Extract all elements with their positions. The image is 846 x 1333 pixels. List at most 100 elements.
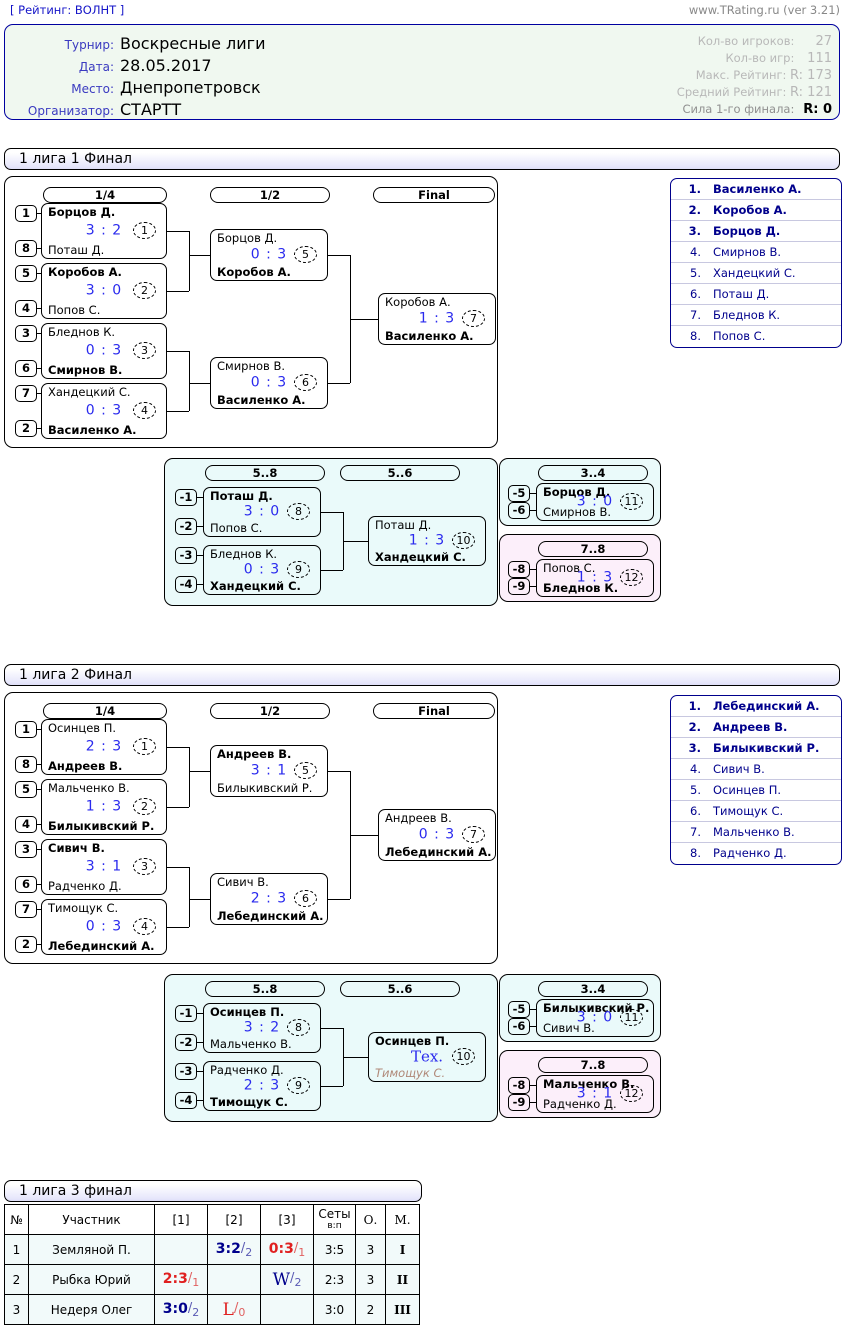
seed-connector bbox=[37, 248, 44, 250]
seed-chip: -8 bbox=[508, 561, 530, 578]
standings-position: 6. bbox=[690, 804, 701, 818]
game-number: 2 bbox=[133, 798, 156, 815]
connector-line bbox=[321, 1028, 343, 1030]
score-sub: 2 bbox=[245, 1246, 253, 1259]
seed-chip: 7 bbox=[15, 901, 37, 918]
standings-row[interactable]: 6.Поташ Д. bbox=[671, 284, 841, 305]
standings-row[interactable]: 4.Смирнов В. bbox=[671, 242, 841, 263]
standings-row[interactable]: 7.Бледнов К. bbox=[671, 305, 841, 326]
match-player-top: Осинцев П. bbox=[375, 1034, 450, 1048]
standings-position: 5. bbox=[690, 266, 701, 280]
header-participant: Участник bbox=[28, 1204, 155, 1235]
seed-chip: 1 bbox=[15, 205, 37, 222]
standings-row[interactable]: 2.Коробов А. bbox=[671, 200, 841, 221]
stat-label: Сила 1-го финала: bbox=[682, 102, 798, 116]
match-player-top: Сивич В. bbox=[217, 875, 269, 889]
connector-line bbox=[321, 1086, 343, 1088]
connector-line bbox=[189, 351, 191, 411]
stat-2: Макс. Рейтинг: R: 173 bbox=[696, 68, 832, 85]
connector-line bbox=[167, 351, 189, 353]
seed-chip: -4 bbox=[175, 1092, 197, 1109]
standings-name: Осинцев П. bbox=[713, 783, 782, 797]
match-player-bottom: Тимощук С. bbox=[375, 1066, 446, 1080]
game-number: 9 bbox=[287, 561, 310, 578]
standings-row[interactable]: 7.Мальченко В. bbox=[671, 822, 841, 843]
standings-row[interactable]: 4.Сивич В. bbox=[671, 759, 841, 780]
standings-row[interactable]: 3. Борцов Д. bbox=[671, 221, 841, 242]
connector-line bbox=[350, 319, 378, 321]
standings-row[interactable]: 6.Тимощук С. bbox=[671, 801, 841, 822]
match-player-top: Коробов А. bbox=[48, 265, 122, 279]
standings-row[interactable]: 8.Попов С. bbox=[671, 326, 841, 347]
seed-connector bbox=[37, 368, 44, 370]
stat-label: Средний Рейтинг: bbox=[676, 85, 791, 99]
seed-chip: -4 bbox=[175, 576, 197, 593]
seed-chip: 5 bbox=[15, 265, 37, 282]
match-player-top: Борцов Д. bbox=[217, 231, 278, 245]
seed-connector bbox=[530, 1085, 537, 1087]
match-player-bottom: Коробов А. bbox=[217, 265, 291, 279]
seed-chip: -1 bbox=[175, 489, 197, 506]
standings-row[interactable]: 8.Радченко Д. bbox=[671, 843, 841, 864]
seed-chip: -2 bbox=[175, 518, 197, 535]
match-player-top: Поташ Д. bbox=[210, 489, 273, 503]
stat-label: Кол-во игр: bbox=[725, 51, 798, 65]
score-sub: 0 bbox=[238, 1305, 246, 1319]
standings-name: Поташ Д. bbox=[713, 287, 770, 301]
standings-row[interactable]: 3.Билыкивский Р. bbox=[671, 738, 841, 759]
seed-connector bbox=[530, 569, 537, 571]
seed-connector bbox=[530, 586, 537, 588]
match-score: 0 : 3 bbox=[85, 918, 123, 935]
standings-row[interactable]: 5.Хандецкий С. bbox=[671, 263, 841, 284]
match-score: 3 : 0 bbox=[85, 282, 123, 299]
stat-value: R: 173 bbox=[790, 68, 832, 83]
connector-line bbox=[189, 255, 210, 257]
score-pair: 3:0/2 bbox=[163, 1302, 199, 1318]
seed-chip: 4 bbox=[15, 300, 37, 317]
game-number: 11 bbox=[620, 1009, 643, 1026]
standings-name: Борцов Д. bbox=[713, 224, 781, 238]
standings-position: 7. bbox=[690, 825, 701, 839]
cell-number: 3 bbox=[4, 1294, 29, 1325]
connector-line bbox=[189, 747, 191, 807]
standings-position: 5. bbox=[690, 783, 701, 797]
standings-row[interactable]: 1.Василенко А. bbox=[671, 179, 841, 200]
game-number: 10 bbox=[452, 532, 475, 549]
cell-sets: 2:3 bbox=[313, 1264, 356, 1295]
seed-connector bbox=[37, 729, 44, 731]
match-player-top: Смирнов В. bbox=[217, 359, 286, 373]
score-slash: / bbox=[240, 1241, 246, 1256]
standings-name: Лебединский А. bbox=[713, 699, 820, 713]
seed-connector bbox=[530, 493, 537, 495]
standings-row[interactable]: 2.Андреев В. bbox=[671, 717, 841, 738]
standings-position: 3. bbox=[688, 224, 701, 238]
stat-1: Кол-во игр: 111 bbox=[725, 51, 832, 68]
standings-row[interactable]: 5. Осинцев П. bbox=[671, 780, 841, 801]
game-number: 7 bbox=[462, 826, 485, 843]
info-value: Воскресные лиги bbox=[120, 34, 266, 53]
info-label: Место: bbox=[71, 82, 114, 96]
sets-sublabel: в:п bbox=[327, 1220, 342, 1231]
match-score: 0 : 3 bbox=[85, 342, 123, 359]
match-player-top: Бледнов К. bbox=[210, 547, 278, 561]
standings-row[interactable]: 1.Лебединский А. bbox=[671, 696, 841, 717]
top-bar: [ Рейтинг: ВОЛНТ ] www.TRating.ru (ver 3… bbox=[0, 0, 846, 22]
sets-label: Сеты bbox=[318, 1206, 351, 1221]
stat-label: Макс. Рейтинг: bbox=[695, 68, 791, 82]
seed-chip: 2 bbox=[15, 420, 37, 437]
score-slash: / bbox=[187, 1301, 193, 1316]
connector-line bbox=[328, 255, 350, 257]
match-player-bottom: Попов С. bbox=[48, 303, 101, 317]
score-sub: 2 bbox=[192, 1306, 200, 1319]
game-number: 12 bbox=[620, 569, 643, 586]
match-score: 0 : 3 bbox=[418, 826, 456, 843]
cell-participant: Земляной П. bbox=[28, 1234, 155, 1265]
connector-line bbox=[328, 899, 350, 901]
cell-match-result bbox=[260, 1294, 314, 1325]
